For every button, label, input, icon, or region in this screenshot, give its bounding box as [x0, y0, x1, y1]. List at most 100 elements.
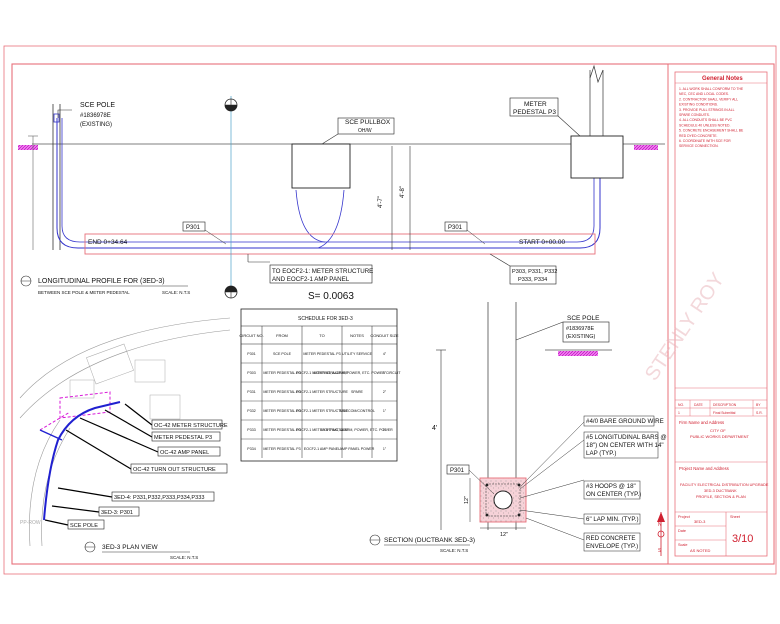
- schedule-cell: AMP PANEL POWER: [340, 447, 375, 451]
- profile-title: LONGITUDINAL PROFILE FOR (3ED-3): [38, 278, 165, 285]
- schedule-cell: P301: [247, 352, 255, 356]
- schedule-cell: P334: [247, 447, 255, 451]
- plan-callout-box: [151, 431, 221, 442]
- schedule-cell: LIGHTING, ALARM, POWER, ETC. POWER: [321, 428, 393, 432]
- svg-text:S: S: [658, 548, 662, 554]
- project-value: 3ED-3: [694, 519, 706, 524]
- schedule-cell: METER PEDESTAL P3: [263, 371, 300, 375]
- section-callout-box: [583, 415, 655, 427]
- plan-callout-label: 3ED-4: P331,P332,P333,P334,P333: [114, 495, 205, 501]
- sce-pullbox: [291, 143, 351, 189]
- general-note-line: 4. ALL CONDUITS SHALL BE PVC: [679, 118, 733, 122]
- plan-conduit-route: [43, 401, 121, 521]
- section-sce-pole-id: #1836978E: [566, 326, 594, 332]
- firm-label: Firm Name and Address: [679, 420, 724, 425]
- schedule-cell: METER PEDESTAL P3: [263, 390, 300, 394]
- start-station: START 0+00.00: [519, 239, 565, 246]
- section-sce-pole-status: (EXISTING): [566, 334, 596, 340]
- schedule-cell: P303: [247, 371, 255, 375]
- schedule-cell: UTILITY SERVICE: [342, 352, 373, 356]
- schedule-cell: METER PEDESTAL P3: [263, 409, 300, 413]
- general-note-line: NEC, CEC AND LOCAL CODES.: [679, 92, 729, 96]
- dim-left: 4'-7": [378, 196, 384, 208]
- to-label-1: TO EOCF2-1: METER STRUCTURE: [272, 268, 373, 275]
- schedule-cell: LIGHTING, ALARM, POWER, ETC. POWER CIRCU…: [313, 371, 401, 375]
- general-note-line: 3. PROVIDE PULL STRINGS IN ALL: [679, 108, 735, 112]
- section-dim-side: 12": [464, 496, 470, 504]
- schedule-cell: SCE POLE: [273, 352, 292, 356]
- plan-view: OC-42 METER STRUCTURE METER PEDESTAL P3 OC…: [19, 317, 231, 560]
- general-note-line: 2. CONTRACTOR SHALL VERIFY ALL: [679, 97, 738, 101]
- revision-header-cell: DESCRIPTION: [713, 403, 737, 407]
- plan-callout-label: OC-42 AMP PANEL: [160, 450, 209, 456]
- profile-scale: SCALE: N.T.S: [162, 290, 190, 295]
- schedule-cell: METER PEDESTAL P3: [263, 428, 300, 432]
- pullbox-label: SCE PULLBOX: [345, 119, 391, 126]
- longitudinal-profile: SCE POLE #1836978E (EXISTING) SCE PULLBO…: [18, 64, 665, 299]
- section-callout-label: #5 LONGITUDINAL BARS @: [586, 434, 667, 441]
- to-label-2: AND EOCF2-1 AMP PANEL: [272, 276, 350, 283]
- schedule-cell: EOCF2-1 METER STRUCTURE: [296, 371, 349, 375]
- plan-callout-box: [130, 463, 228, 474]
- general-note-line: EXISTING CONDITIONS.: [679, 103, 718, 107]
- sheet-field: Sheet: [730, 515, 741, 519]
- schedule-cell: EOCF2-1 METER STRUCTURE: [296, 428, 349, 432]
- end-station: END 0+34.64: [88, 239, 128, 246]
- ground-hatch: [18, 145, 38, 150]
- schedule-title: SCHEDULE FOR 3ED-3: [298, 316, 353, 322]
- project-line-3: PROFILE, SECTION & PLAN: [696, 495, 746, 499]
- schedule-cell: TELECOM/CONTROL: [339, 409, 375, 413]
- date-field: Date: [678, 529, 686, 533]
- schedule-cell: EOCF2-1 METER STRUCTURE: [296, 409, 349, 413]
- schedule-header-cell: CIRCUIT NO.: [239, 333, 263, 338]
- meter-pedestal-label: METER: [524, 101, 547, 108]
- plan-callout-label: OC-42 METER STRUCTURE: [154, 423, 228, 429]
- plan-callout-label: METER PEDESTAL P3: [154, 435, 212, 441]
- schedule-cell: 1": [383, 447, 387, 451]
- schedule-cell: P331: [247, 390, 255, 394]
- plan-title: 3ED-3 PLAN VIEW: [102, 544, 158, 551]
- revision-header-cell: NO.: [678, 403, 684, 407]
- general-note-line: 5. CONCRETE ENCASEMENT SHALL BE: [679, 129, 744, 133]
- section-callout-box: [583, 513, 641, 525]
- section-title: SECTION (DUCTBANK 3ED-3): [384, 537, 475, 544]
- section-p301: P301: [450, 468, 465, 474]
- schedule-cell: METER PEDESTAL P3: [303, 352, 340, 356]
- section-callout-label: LAP (TYP.): [586, 450, 616, 457]
- profile-sce-pole-label: SCE POLE: [80, 102, 115, 109]
- schedule-cell: 1": [383, 428, 387, 432]
- project-field: Project: [678, 515, 691, 519]
- profile-sce-pole-id: #1836978E: [80, 113, 111, 119]
- p301-left: P301: [186, 225, 201, 231]
- section-dim-height: 4': [432, 425, 437, 432]
- section-callout-label: ON CENTER (TYP.): [586, 491, 641, 498]
- schedule-cell: EOCF2-1 AMP PANEL: [304, 447, 340, 451]
- section-callout-box: [583, 532, 641, 552]
- schedule-cell: EOCF2-1 METER STRUCTURE: [296, 390, 349, 394]
- section-callout-label: RED CONCRETE: [586, 535, 636, 542]
- project-line-2: 3ED-3 DUCTBANK: [704, 489, 737, 493]
- general-note-line: SCHEDULE 40 UNLESS NOTED.: [679, 123, 730, 127]
- section-sce-pole-label: SCE POLE: [567, 315, 600, 322]
- revision-header-cell: BY: [756, 403, 761, 407]
- dim-right: 4'-8": [400, 186, 406, 198]
- general-notes-title: General Notes: [702, 76, 743, 82]
- sheet-number: 3/10: [732, 533, 753, 545]
- profile-sce-pole-status: (EXISTING): [80, 122, 112, 128]
- conduit-path-outer: [56, 118, 601, 249]
- section-callout-box: [583, 480, 641, 500]
- scale-value: AS NOTED: [690, 548, 711, 553]
- schedule-cell: 2": [383, 390, 387, 394]
- plan-callout-box: [98, 506, 140, 517]
- section-callout-label: #3 HOOPS @ 18": [586, 483, 636, 490]
- meter-pedestal: [570, 135, 624, 179]
- ground-hatch: [634, 145, 658, 150]
- plan-callout-label: OC-42 TURN OUT STRUCTURE: [133, 467, 216, 473]
- conduit-list-2: P333, P334: [518, 277, 547, 283]
- firm-line-2: PUBLIC WORKS DEPARTMENT: [690, 434, 750, 439]
- slope-label: S= 0.0063: [308, 291, 354, 302]
- schedule-cell: P333: [247, 428, 255, 432]
